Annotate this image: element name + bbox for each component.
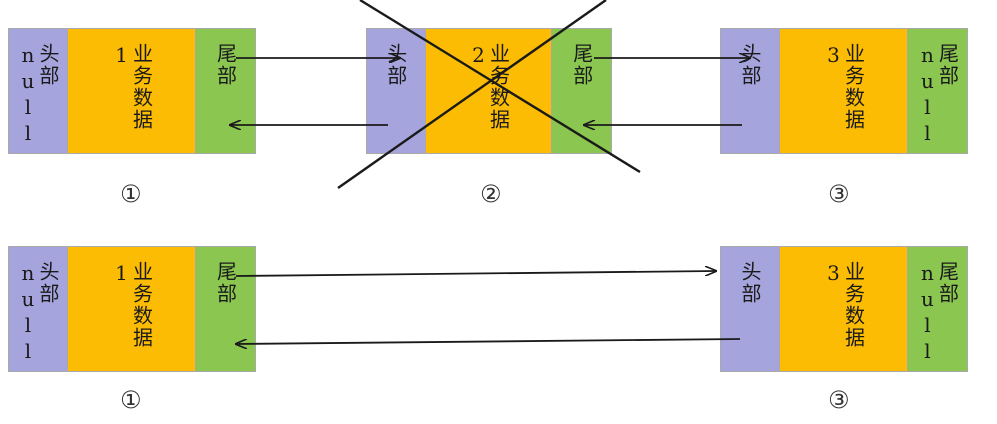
node-head-label: 头部 — [738, 43, 762, 87]
node-3-bottom: 头部 业务数据3 尾部null — [720, 246, 968, 372]
node-tail-label: 尾部null — [915, 43, 960, 147]
node-data-label: 业务数据3 — [821, 261, 866, 349]
node-tail: 尾部null — [908, 29, 967, 153]
node-number-label: ③ — [828, 386, 850, 414]
node-3-top: 头部 业务数据3 尾部null — [720, 28, 968, 154]
node-data: 业务数据2 — [425, 29, 553, 153]
node-number-label: ③ — [828, 180, 850, 208]
node-head: 头部null — [9, 247, 68, 371]
node-data: 业务数据1 — [68, 247, 196, 371]
node-data-label: 业务数据1 — [109, 261, 154, 349]
node-2-top: 头部 业务数据2 尾部 — [366, 28, 612, 154]
node-number-label: ② — [480, 180, 502, 208]
node-head: 头部 — [721, 247, 780, 371]
node-tail-label: 尾部 — [213, 43, 238, 87]
node-tail: 尾部 — [196, 247, 255, 371]
prev-pointer-arrow — [236, 338, 741, 344]
node-1-top: 头部null 业务数据1 尾部 — [8, 28, 256, 154]
node-head: 头部null — [9, 29, 68, 153]
node-data: 业务数据3 — [780, 247, 908, 371]
node-tail-label: 尾部 — [569, 43, 594, 87]
node-number-label: ① — [120, 386, 142, 414]
node-head-label: 头部 — [738, 261, 762, 305]
node-1-bottom: 头部null 业务数据1 尾部 — [8, 246, 256, 372]
node-head-label: 头部null — [16, 43, 60, 147]
node-head-label: 头部 — [383, 43, 408, 87]
node-data-label: 业务数据1 — [109, 43, 154, 131]
node-data-label: 业务数据2 — [466, 43, 511, 131]
node-head: 头部 — [721, 29, 780, 153]
node-tail: 尾部null — [908, 247, 967, 371]
node-number-label: ① — [120, 180, 142, 208]
node-head-label: 头部null — [16, 261, 60, 365]
next-pointer-arrow — [235, 271, 716, 277]
node-head: 头部 — [367, 29, 426, 153]
node-tail-label: 尾部null — [915, 261, 960, 365]
node-data: 业务数据3 — [780, 29, 908, 153]
node-data-label: 业务数据3 — [821, 43, 866, 131]
node-data: 业务数据1 — [68, 29, 196, 153]
node-tail-label: 尾部 — [213, 261, 238, 305]
node-tail: 尾部 — [552, 29, 611, 153]
node-tail: 尾部 — [196, 29, 255, 153]
